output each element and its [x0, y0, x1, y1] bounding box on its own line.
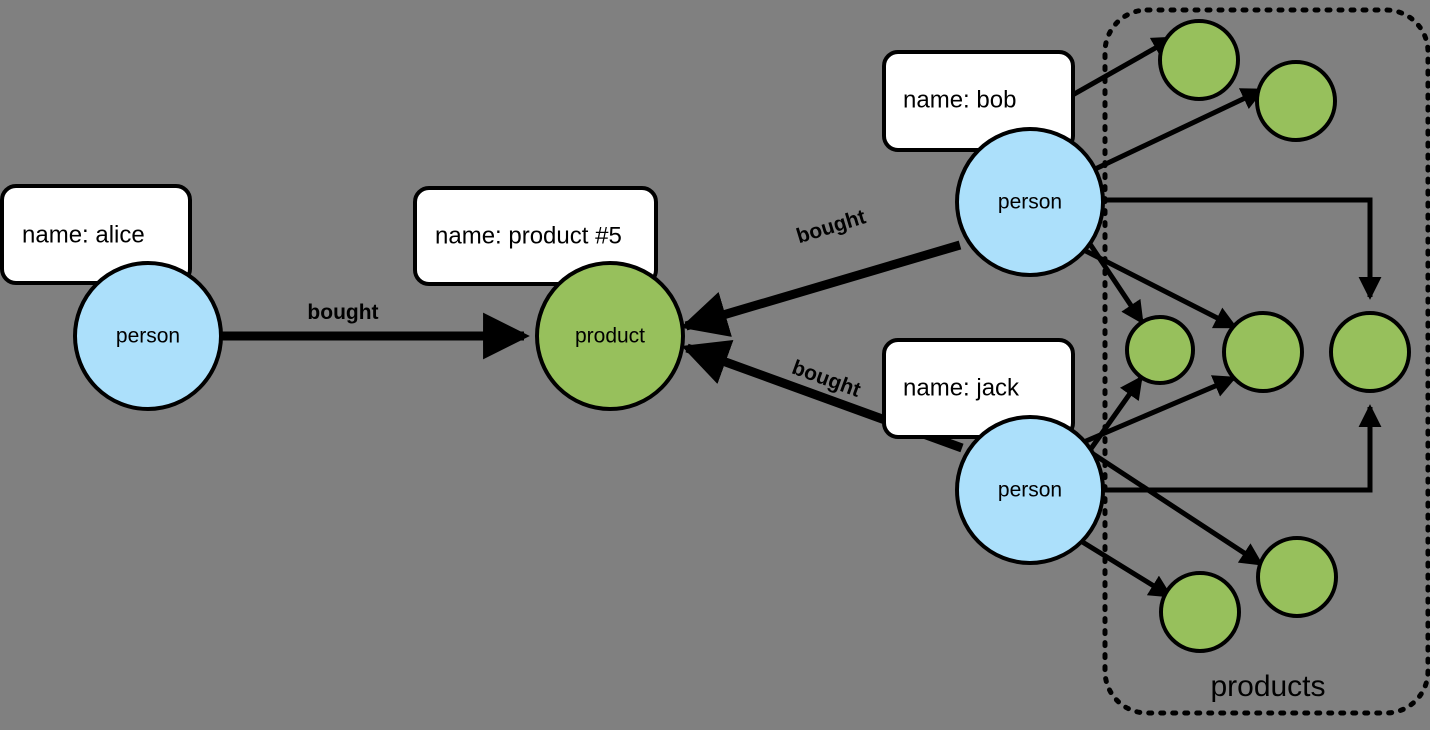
property-box-product5: name: product #5: [413, 186, 658, 286]
property-box-text: name: bob: [903, 86, 1016, 113]
node-label: person: [116, 325, 180, 348]
product-node[interactable]: [1222, 311, 1304, 393]
edge-jack-to-p3: [1080, 375, 1144, 462]
property-box-text: name: product #5: [435, 222, 622, 249]
edge-jack-to-p7: [1082, 445, 1264, 567]
products-group-label: products: [1210, 670, 1325, 703]
property-box-alice: name: alice: [0, 184, 192, 285]
edge-label-alice-bought: bought: [307, 301, 378, 324]
products-group-border: [1102, 7, 1430, 716]
product-node-circle[interactable]: [535, 261, 685, 411]
edge-bob-to-p4: [1070, 241, 1238, 330]
edge-jack-to-p5: [1080, 404, 1382, 493]
product-node-list: [1125, 19, 1411, 653]
jack-bought-arrows: [1071, 375, 1382, 599]
node-label: product: [575, 325, 645, 348]
node-label: person: [998, 191, 1062, 214]
product-node[interactable]: [1329, 311, 1411, 393]
product-node[interactable]: [1125, 315, 1195, 385]
property-box-text: name: jack: [903, 374, 1020, 401]
node-alice[interactable]: person: [73, 261, 223, 411]
person-node-circle[interactable]: [955, 127, 1105, 277]
person-node-circle[interactable]: [73, 261, 223, 411]
edge-bob-bought-product: [680, 240, 962, 337]
product-node[interactable]: [1158, 19, 1240, 101]
property-box-text: name: alice: [22, 221, 145, 248]
product-node[interactable]: [1255, 60, 1337, 142]
edge-jack-to-p4: [1071, 375, 1237, 450]
edge-label-bob-bought: bought: [794, 205, 869, 248]
property-box-rect: [413, 186, 658, 286]
node-jack[interactable]: person: [955, 415, 1105, 565]
node-label: person: [998, 479, 1062, 502]
products-group: [1102, 7, 1430, 716]
product-node[interactable]: [1256, 536, 1338, 618]
edge-bob-to-p3: [1079, 230, 1145, 325]
edge-bob-to-p2: [1070, 87, 1265, 183]
person-node-circle[interactable]: [955, 415, 1105, 565]
edge-bob-to-p5: [1080, 197, 1382, 300]
node-product5[interactable]: product: [535, 261, 685, 411]
node-bob[interactable]: person: [955, 127, 1105, 277]
product-node[interactable]: [1159, 571, 1241, 653]
edge-jack-to-p6: [1074, 535, 1173, 599]
